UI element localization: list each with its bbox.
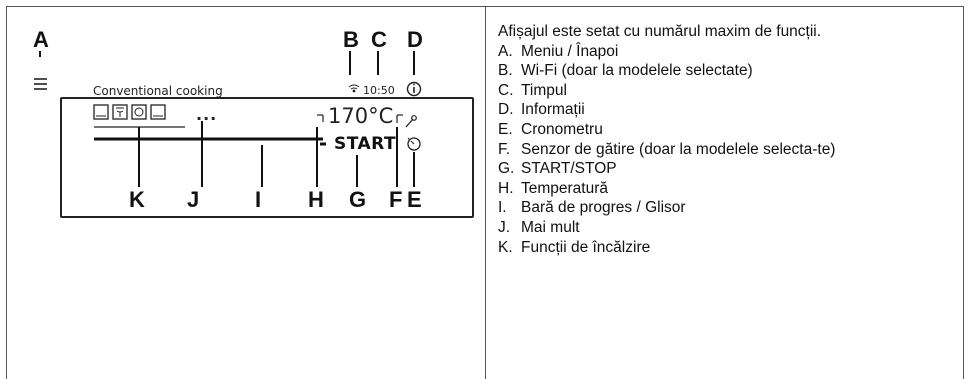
callout-k: K <box>129 187 145 212</box>
probe-icon <box>396 114 417 128</box>
legend-item: G.START/STOP <box>498 160 617 178</box>
control-panel-figure: A B C D Conventional cooking 10:50 170°C… <box>27 27 477 247</box>
table-border-left <box>6 6 7 379</box>
callout-i: I <box>255 187 262 212</box>
legend-item: I.Bară de progres / Glisor <box>498 199 686 217</box>
legend-item: H.Temperatură <box>498 179 609 197</box>
callout-a: A <box>33 27 49 52</box>
callout-e: E <box>407 187 422 212</box>
table-border-right <box>963 6 964 379</box>
callout-b: B <box>343 27 359 52</box>
legend-item: J.Mai mult <box>498 218 580 236</box>
time-readout: 10:50 <box>363 84 395 97</box>
legend-item: E.Cronometru <box>498 120 603 138</box>
more-label[interactable]: ... <box>196 105 218 124</box>
legend-item: A.Meniu / Înapoi <box>498 42 619 60</box>
table-border-middle <box>485 6 486 379</box>
legend-item: K.Funcții de încălzire <box>498 238 651 256</box>
legend-item: D.Informații <box>498 101 585 119</box>
oven-display <box>60 97 474 218</box>
info-icon[interactable] <box>406 81 422 97</box>
menu-icon[interactable] <box>34 78 47 90</box>
callout-g: G <box>349 187 367 212</box>
legend-item: C.Timpul <box>498 81 567 99</box>
callout-c: C <box>371 27 387 52</box>
callout-j: J <box>187 187 200 212</box>
temperature-readout: 170°C <box>328 104 394 128</box>
heating-function-icons[interactable] <box>93 104 166 120</box>
legend-text: Afișajul este setat cu numărul maxim de … <box>498 22 958 257</box>
legend-item: F.Senzor de gătire (doar la modelele sel… <box>498 140 836 158</box>
figure-graphics <box>34 51 422 187</box>
callout-h: H <box>308 187 324 212</box>
wifi-icon <box>348 84 360 93</box>
mode-label: Conventional cooking <box>93 84 223 98</box>
start-button[interactable]: START <box>334 134 397 154</box>
legend-item: B.Wi-Fi (doar la modelele selectate) <box>498 62 753 80</box>
callout-d: D <box>407 27 423 52</box>
legend-intro: Afișajul este setat cu numărul maxim de … <box>498 23 822 40</box>
callout-f: F <box>389 187 403 212</box>
timer-icon[interactable] <box>407 137 421 151</box>
